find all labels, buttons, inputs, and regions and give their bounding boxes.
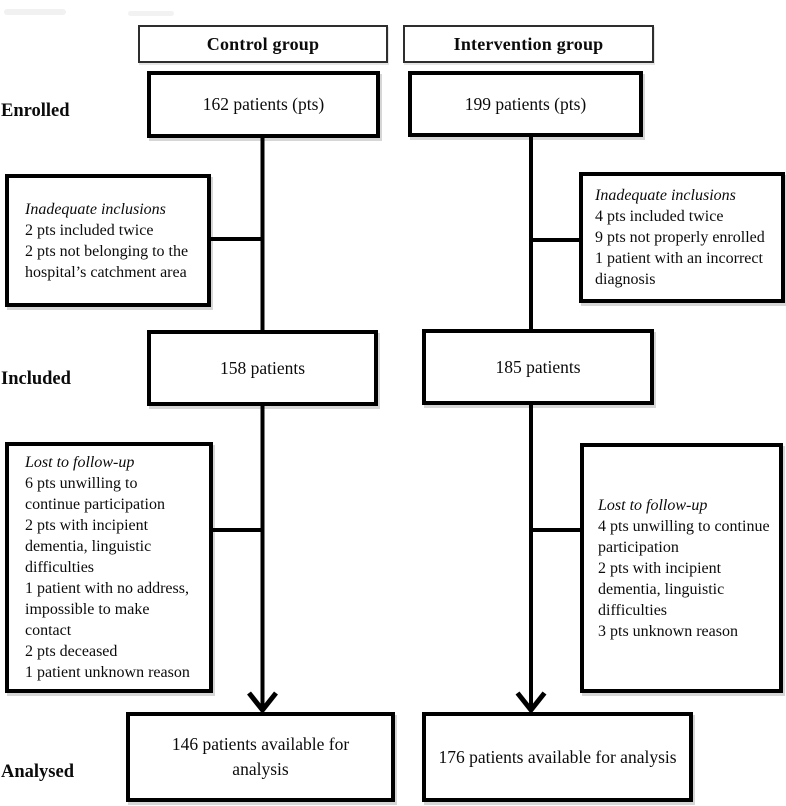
exclusion-line: 2 pts with incipient dementia, linguisti… — [598, 559, 725, 619]
intervention-included-box: 185 patients — [422, 329, 654, 405]
intervention-lost-to-follow-up-box: Lost to follow-up 4 pts unwilling to con… — [580, 443, 783, 693]
row-label-analysed: Analysed — [1, 762, 74, 782]
exclusion-line: 1 patient with no address, impossible to… — [25, 580, 189, 639]
exclusion-line: 9 pts not properly enrolled — [595, 229, 765, 246]
exclusion-line: 4 pts included twice — [595, 208, 724, 225]
intervention-inadequate-inclusions-box: Inadequate inclusions 4 pts included twi… — [579, 172, 785, 303]
exclusion-line: 2 pts not belonging to the hospital’s ca… — [25, 242, 189, 281]
row-label-included: Included — [1, 369, 71, 389]
intervention-arrowhead — [515, 691, 547, 715]
control-enrolled-box: 162 patients (pts) — [147, 71, 380, 138]
exclusion-title: Inadequate inclusions — [595, 187, 736, 204]
exclusion-line: 1 patient with an incorrect diagnosis — [595, 250, 763, 288]
exclusion-line: 3 pts unknown reason — [598, 622, 738, 640]
exclusion-line: 6 pts unwilling to continue participatio… — [25, 475, 165, 513]
row-label-enrolled: Enrolled — [1, 101, 70, 121]
intervention-analysed-box: 176 patients available for analysis — [422, 712, 693, 802]
exclusion-title: Lost to follow-up — [598, 496, 708, 514]
exclusion-line: 2 pts deceased — [25, 643, 118, 660]
exclusion-line: 1 patient unknown reason — [25, 664, 190, 681]
exclusion-line: 2 pts with incipient dementia, linguisti… — [25, 517, 152, 576]
intervention-group-header: Intervention group — [403, 25, 654, 63]
control-inadequate-inclusions-box: Inadequate inclusions 2 pts included twi… — [5, 174, 211, 307]
control-group-header: Control group — [138, 25, 388, 63]
exclusion-title: Lost to follow-up — [25, 454, 135, 471]
scan-artifact — [128, 11, 174, 16]
control-lost-to-follow-up-box: Lost to follow-up 6 pts unwilling to con… — [5, 442, 213, 693]
exclusion-line: 2 pts included twice — [25, 221, 154, 239]
control-analysed-box: 146 patients available for analysis — [126, 712, 395, 802]
control-arrowhead — [247, 691, 278, 715]
scan-artifact — [4, 9, 66, 15]
control-included-box: 158 patients — [147, 330, 378, 406]
intervention-enrolled-box: 199 patients (pts) — [408, 71, 643, 137]
exclusion-line: 4 pts unwilling to continue participatio… — [598, 517, 770, 556]
exclusion-title: Inadequate inclusions — [25, 200, 166, 218]
